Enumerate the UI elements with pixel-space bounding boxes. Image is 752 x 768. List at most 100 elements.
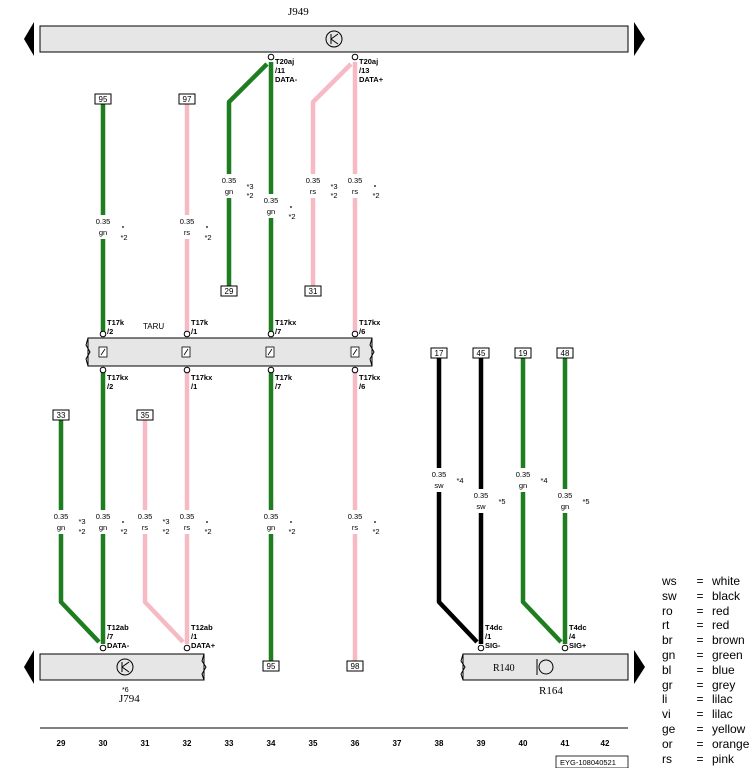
wire-40[interactable] <box>520 358 563 644</box>
transistor-symbol-icon <box>325 30 343 48</box>
ref-text: 98 <box>351 662 360 671</box>
page-prev-arrow-icon[interactable] <box>24 22 34 56</box>
wire-note: *2 <box>372 191 379 200</box>
scale-number: 42 <box>601 739 610 748</box>
ref-box-40[interactable]: 19 <box>514 347 532 359</box>
wire-note: *4 <box>456 476 463 485</box>
legend-name: black <box>712 588 741 603</box>
wire-size: 0.35 <box>264 512 279 521</box>
transistor-symbol-icon <box>116 658 134 676</box>
wire-note: *2 <box>288 212 295 221</box>
legend-row: vi=lilac <box>662 707 750 722</box>
page-next-arrow-icon[interactable] <box>634 22 645 56</box>
wire-note: *2 <box>78 527 85 536</box>
wire-note: *2 <box>120 527 127 536</box>
ref-box-38[interactable]: 17 <box>430 347 448 359</box>
sensor-symbol-icon <box>536 659 554 675</box>
wire-31[interactable] <box>142 420 185 644</box>
ref-box-39[interactable]: 45 <box>472 347 490 359</box>
conn-id: T17k <box>191 318 209 327</box>
wire-note: *3 <box>162 517 169 526</box>
wire-size: 0.35 <box>180 217 195 226</box>
legend-row: gn=green <box>662 648 750 663</box>
conn-signal: SIG- <box>485 641 501 650</box>
taru-pin-symbol-icon <box>98 346 108 358</box>
wire-33[interactable] <box>226 62 269 286</box>
wire-labels: 0.35 gn *2 0.35 rs *2 0.35 gn *3 *2 0.35… <box>52 174 590 536</box>
ref-box-29[interactable]: 33 <box>52 409 70 421</box>
wire-note: *3 <box>78 517 85 526</box>
pin-dot <box>267 330 275 338</box>
conn-pin: /1 <box>191 327 197 336</box>
legend-code: rt <box>662 618 670 633</box>
legend-row: sw=black <box>662 589 750 604</box>
conn-id: T17kx <box>107 373 129 382</box>
wire-38[interactable] <box>436 358 479 644</box>
legend-name: yellow <box>712 721 746 736</box>
pin-dot <box>267 366 275 374</box>
ref-text: 95 <box>99 95 108 104</box>
taru-label: TARU <box>143 322 164 331</box>
wire-35[interactable] <box>310 62 353 286</box>
ref-box-35[interactable]: 31 <box>304 285 322 297</box>
pin-dots <box>99 53 569 652</box>
wire-note: *2 <box>162 527 169 536</box>
r140-label: R140 <box>493 663 515 674</box>
wire-size: 0.35 <box>96 512 111 521</box>
scale-number: 32 <box>183 739 192 748</box>
r164-label: R164 <box>539 685 563 697</box>
scale-number: 30 <box>99 739 108 748</box>
wire-size: 0.35 <box>348 512 363 521</box>
conn-pin: /13 <box>359 66 369 75</box>
legend-name: lilac <box>712 692 733 707</box>
ref-box-31[interactable]: 35 <box>136 409 154 421</box>
wire-note: *2 <box>288 527 295 536</box>
scale-number: 39 <box>477 739 486 748</box>
component-taru: TARU <box>85 322 375 367</box>
conn-id: T17k <box>275 373 293 382</box>
scale-number: 38 <box>435 739 444 748</box>
scale-number: 41 <box>561 739 570 748</box>
legend-name: red <box>712 603 730 618</box>
legend-eq: = <box>696 603 704 618</box>
wire-size: 0.35 <box>474 491 489 500</box>
pin-dot <box>351 366 359 374</box>
ref-box-32-top[interactable]: 97 <box>178 93 196 105</box>
conn-id: T4dc <box>485 623 503 632</box>
ref-box-33[interactable]: 29 <box>220 285 238 297</box>
legend-eq: = <box>696 662 704 677</box>
page-next-arrow-icon[interactable] <box>634 650 645 684</box>
legend-name: green <box>712 647 743 662</box>
pin-dot <box>351 330 359 338</box>
page-prev-arrow-icon[interactable] <box>24 650 34 684</box>
wire-note: *3 <box>330 182 337 191</box>
wire-color: gn <box>519 481 527 490</box>
ref-box-30-top[interactable]: 95 <box>94 93 112 105</box>
wire-size: 0.35 <box>54 512 69 521</box>
legend-name: pink <box>712 751 735 766</box>
pin-dot <box>183 330 191 338</box>
conn-pin: /6 <box>359 382 365 391</box>
conn-pin: /2 <box>107 327 113 336</box>
ref-box-36-bottom[interactable]: 98 <box>346 660 364 672</box>
ref-text: 97 <box>183 95 192 104</box>
conn-pin: /4 <box>569 632 576 641</box>
legend-code: ws <box>662 574 677 588</box>
conn-id: T20aj <box>359 57 378 66</box>
component-r164: R140 R164 <box>460 650 645 697</box>
ref-box-34-bottom[interactable]: 95 <box>262 660 280 672</box>
legend-name: orange <box>712 736 750 751</box>
scale-number: 29 <box>57 739 66 748</box>
conn-pin: /2 <box>107 382 113 391</box>
legend-code: rs <box>662 751 672 766</box>
scale-number: 37 <box>393 739 402 748</box>
ref-text: 45 <box>477 349 486 358</box>
wire-color: sw <box>476 502 486 511</box>
wire-size: 0.35 <box>348 176 363 185</box>
wire-29[interactable] <box>58 420 101 644</box>
ref-box-41[interactable]: 48 <box>556 347 574 359</box>
wire-size: 0.35 <box>558 491 573 500</box>
legend-eq: = <box>696 588 704 603</box>
conn-pin: /7 <box>275 327 281 336</box>
column-scale: 29 30 31 32 33 34 35 36 37 38 39 40 41 4… <box>40 727 629 768</box>
